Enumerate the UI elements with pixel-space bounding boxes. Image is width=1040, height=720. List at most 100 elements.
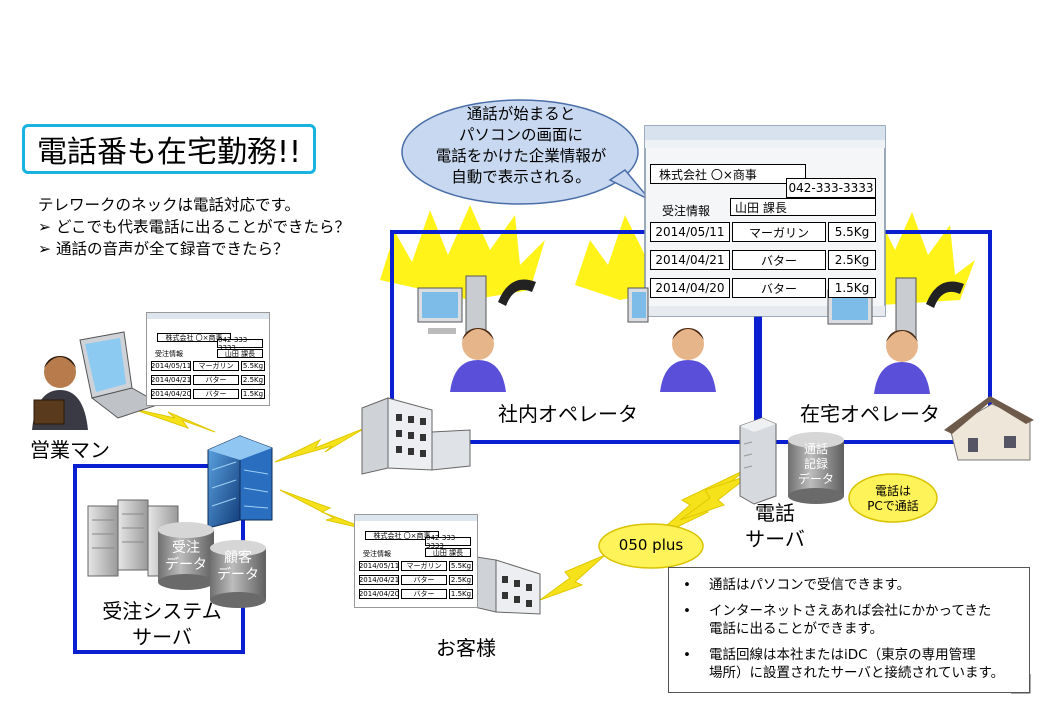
customer-building-icon [469, 555, 541, 615]
sales-screen-thumbnail: 株式会社 〇×商事 042-333-3333 受注情報 山田 課長 2014/0… [146, 312, 270, 406]
thumb-qty: 5.5Kg [241, 361, 265, 371]
thumb-date: 2014/04/20 [150, 389, 192, 399]
thumb-company: 株式会社 〇×商事 [365, 531, 439, 540]
order-system-label: 受注システム サーバ [92, 598, 232, 650]
operator-person-icon-2 [660, 328, 716, 392]
order-data-label: 受注 データ [160, 540, 212, 574]
note-item: 通話はパソコンで受信できます。 [683, 576, 1019, 594]
title-box: 電話番も在宅勤務!! [22, 124, 316, 174]
home-operator-label: 在宅オペレータ [800, 402, 940, 426]
arrow-bullet-icon: ➢ [38, 240, 51, 258]
intro-text: テレワークのネックは電話対応です。 ➢ どこでも代表電話に出ることができたら？ … [38, 194, 350, 260]
phone-server-label-line: 電話 [755, 501, 795, 525]
thumb-item: マーガリン [401, 561, 447, 571]
note-text: 電話回線は本社またはiDC（東京の専用管理 [709, 647, 976, 663]
note-item: 電話回線は本社またはiDC（東京の専用管理場所）に設置されたサーバと接続されてい… [683, 646, 1019, 682]
order-data-label-line: 受注 [172, 540, 200, 556]
intro-bullet-text: どこでも代表電話に出ることができたら？ [55, 218, 350, 236]
info-note: 通話はパソコンで受信できます。 インターネットさえあれば会社にかかってきた電話に… [668, 567, 1030, 693]
lightning-050 [539, 554, 606, 601]
call-record-label-line: 通話 [803, 442, 828, 456]
phone-icon-1 [498, 279, 536, 306]
thumb-date: 2014/04/21 [358, 575, 400, 585]
customer-data-cylinder-icon [210, 540, 266, 608]
office-building-icon [361, 397, 471, 475]
phone-server-icon [739, 417, 777, 505]
bubble-line: 自動で表示される。 [451, 168, 591, 186]
sales-label: 営業マン [30, 438, 110, 462]
bubble-line: 電話をかけた企業情報が [435, 147, 607, 165]
call-record-label-line: 記録 [803, 457, 828, 471]
thumb-order-label: 受注情報 [155, 350, 183, 358]
pc-icon-1 [417, 275, 487, 337]
laptop-icon [79, 331, 162, 419]
data-center-building-icon [207, 435, 273, 529]
thumb-qty: 1.5Kg [241, 389, 265, 399]
popup-company: 株式会社 〇×商事 [650, 164, 806, 184]
popup-item: バター [732, 278, 826, 298]
thumb-item: バター [401, 589, 447, 599]
customer-label: お客様 [436, 636, 496, 660]
thumb-phone: 042-333-3333 [217, 336, 263, 352]
popup-qty: 1.5Kg [828, 278, 876, 298]
speech-bubble [401, 99, 651, 205]
phone-server-label: 電話 サーバ [740, 500, 810, 552]
bubble-text: 通話が始まると パソコンの画面に 電話をかけた企業情報が 自動で表示される。 [418, 104, 624, 188]
customer-data-label-line: データ [217, 567, 259, 583]
page-title: 電話番も在宅勤務!! [36, 135, 302, 170]
call-record-label-line: データ [797, 472, 834, 486]
popup-date: 2014/04/20 [650, 278, 730, 298]
order-system-label-line: 受注システム [102, 599, 222, 623]
customer-screen-thumbnail: 株式会社 〇×商事 042-333-3333 受注情報 山田 課長 2014/0… [354, 514, 478, 608]
thumb-date: 2014/04/21 [150, 375, 192, 385]
popup-item: バター [732, 250, 826, 270]
note-text: 通話はパソコンで受信できます。 [709, 577, 911, 593]
thumb-order-label: 受注情報 [363, 550, 391, 558]
thumb-qty: 2.5Kg [449, 575, 473, 585]
thumb-item: マーガリン [193, 361, 239, 371]
call-record-cylinder-icon [788, 432, 844, 504]
popup-order-label: 受注情報 [662, 204, 711, 218]
thumb-phone: 042-333-3333 [425, 534, 471, 550]
pc-call-badge [848, 473, 938, 523]
bubble-line: パソコンの画面に [458, 126, 583, 144]
customer-data-label-line: 顧客 [224, 550, 252, 566]
thumb-date: 2014/05/11 [150, 361, 192, 371]
thumb-date: 2014/05/11 [358, 561, 400, 571]
note-text: 場所）に設置されたサーバと接続されています。 [709, 665, 1005, 681]
intro-bullet-2: ➢ 通話の音声が全て録音できたら？ [38, 238, 350, 260]
thumb-item: バター [193, 375, 239, 385]
note-text: 電話に出ることができます。 [709, 621, 884, 637]
customer-data-label: 顧客 データ [212, 550, 264, 584]
office-frame [390, 230, 758, 444]
thumb-company: 株式会社 〇×商事 [157, 333, 231, 342]
pc-call-label-line: PCで通話 [867, 499, 919, 513]
thumb-contact: 山田 課長 [425, 548, 471, 557]
bubble-line: 通話が始まると [466, 105, 576, 123]
operator-person-icon-3 [874, 330, 930, 394]
arrow-bullet-icon: ➢ [38, 218, 51, 236]
call-record-label: 通話 記録 データ [790, 442, 842, 487]
thumb-qty: 1.5Kg [449, 589, 473, 599]
note-text: インターネットさえあれば会社にかかってきた [709, 603, 992, 619]
sales-person-icon [32, 356, 88, 430]
plus050-label: 050 plus [618, 536, 684, 554]
popup-phone: 042-333-3333 [786, 178, 876, 198]
order-data-label-line: データ [165, 557, 207, 573]
note-list: 通話はパソコンで受信できます。 インターネットさえあれば会社にかかってきた電話に… [679, 576, 1019, 682]
pc-icon-2 [627, 287, 649, 323]
thumb-item: バター [401, 575, 447, 585]
operator-person-icon-1 [450, 328, 506, 392]
popup-date: 2014/04/21 [650, 250, 730, 270]
popup-date: 2014/05/11 [650, 222, 730, 242]
thumb-qty: 2.5Kg [241, 375, 265, 385]
order-data-cylinder-icon [158, 522, 214, 590]
lightning-sales [129, 407, 216, 433]
popup-contact: 山田 課長 [730, 198, 876, 216]
intro-line: テレワークのネックは電話対応です。 [38, 196, 300, 214]
intro-bullet-1: ➢ どこでも代表電話に出ることができたら？ [38, 216, 350, 238]
pc-call-label-line: 電話は [874, 484, 911, 498]
pc-call-label: 電話は PCで通話 [851, 484, 935, 514]
